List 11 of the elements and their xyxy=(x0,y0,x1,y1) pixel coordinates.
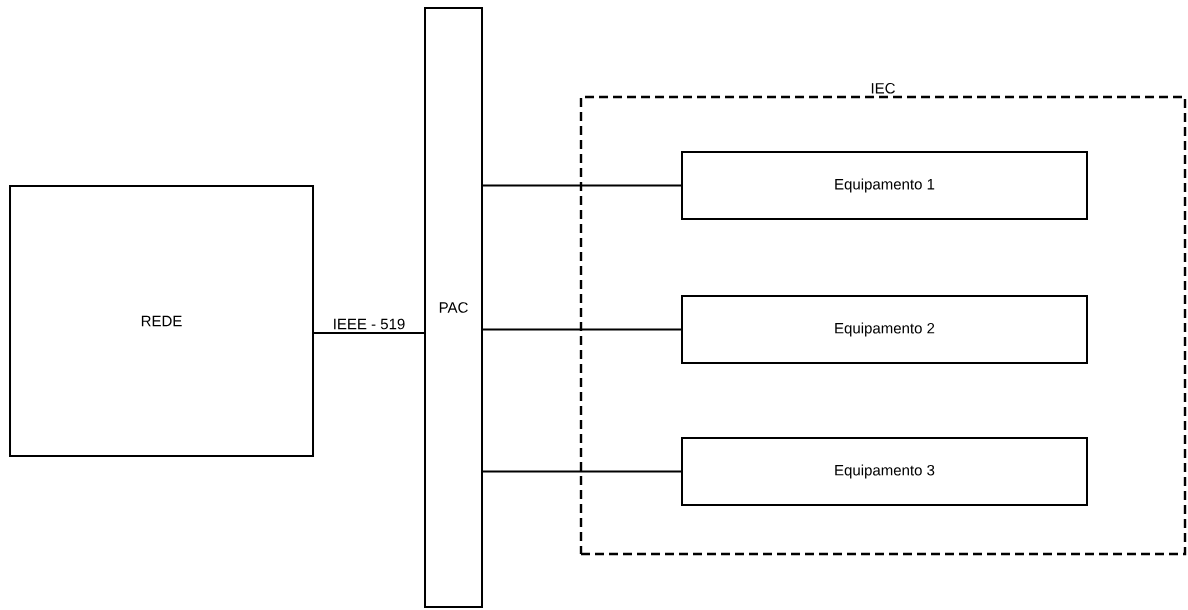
bus-bar: PAC xyxy=(424,7,483,608)
network-box: REDE xyxy=(9,185,314,457)
equipment-box: Equipamento 2 xyxy=(681,295,1088,364)
connector-line xyxy=(482,470,682,473)
edge-label: IEEE - 519 xyxy=(330,316,408,332)
connector-line xyxy=(482,184,682,187)
connector-line xyxy=(482,328,682,331)
connector-line xyxy=(313,332,425,334)
equipment-box: Equipamento 3 xyxy=(681,437,1088,506)
node-label: IEC xyxy=(871,82,895,94)
equipment-box: Equipamento 1 xyxy=(681,151,1088,220)
